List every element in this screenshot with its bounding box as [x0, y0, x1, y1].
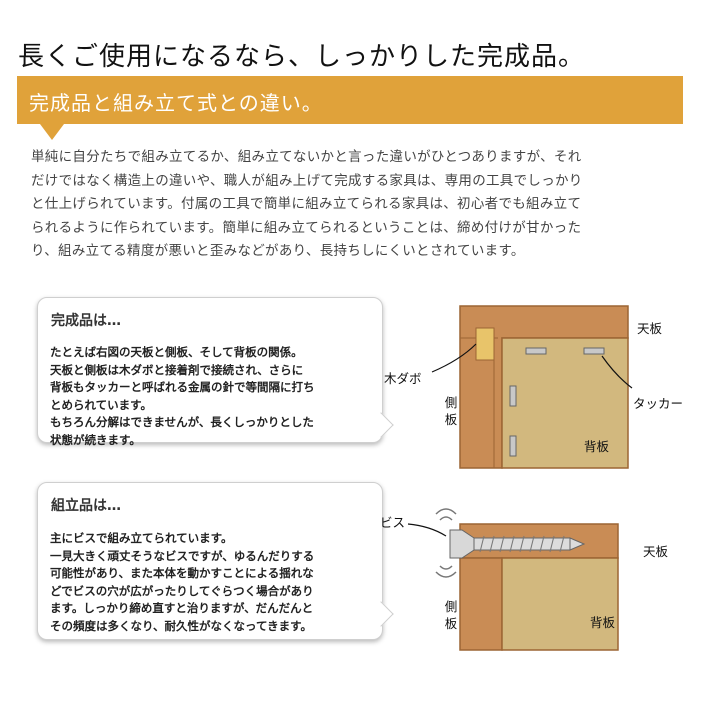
finished-line: とめられています。	[50, 397, 153, 412]
assembled-line: どでビスの穴が広がったりしてぐらつく場合があり	[50, 583, 314, 598]
wobble-mark	[435, 508, 457, 515]
label-screw: ビス	[380, 515, 406, 530]
dowel	[475, 327, 495, 361]
assembled-line: 一見大きく頑丈そうなビスですが、ゆるんだりする	[50, 548, 315, 563]
intro-paragraph: 単純に自分たちで組み立てるか、組み立てないかと言った違いがひとつありますが、それ…	[31, 146, 681, 264]
page-heading: 長くご使用になるなら、しっかりした完成品。	[18, 42, 586, 72]
label-top-board: 天板	[637, 321, 663, 336]
banner-title: 完成品と組み立て式との違い。	[29, 91, 323, 115]
tacker-staple	[509, 385, 517, 407]
finished-title: 完成品は…	[51, 313, 121, 329]
finished-diagram	[431, 305, 633, 469]
assembled-line: 可能性があり、また本体を動かすことによる揺れな	[50, 566, 314, 580]
finished-line: 背板もタッカーと呼ばれる金属の針で等間隔に打ち	[50, 380, 315, 394]
intro-line: だけではなく構造上の違いや、職人が組み上げて完成する家具は、専用の工具でしっかり	[31, 172, 583, 189]
side-board	[459, 557, 503, 651]
back-panel	[501, 337, 629, 469]
tacker-staple	[525, 347, 547, 355]
finished-line: もちろん分解はできませんが、長くしっかりとした	[50, 415, 314, 429]
label-tacker: タッカー	[633, 396, 684, 411]
label-back-board: 背板	[584, 439, 610, 454]
label-side-board: 側板	[444, 395, 458, 427]
assembled-line: 主にビスで組み立てられています。	[50, 531, 233, 545]
tacker-leader	[601, 355, 633, 389]
label-top-board-2: 天板	[643, 544, 669, 559]
intro-line: られるように作られています。簡単に組み立てられるということは、締め付けが甘かった	[31, 219, 582, 236]
assembled-title: 組立品は…	[51, 498, 121, 514]
assembled-line: ます。しっかり締め直すと治りますが、だんだんと	[50, 601, 314, 615]
finished-line: たとえば右図の天板と側板、そして背板の関係。	[50, 345, 303, 359]
intro-line: り、組み立てる精度が悪いと歪みなどがあり、長持ちしにくいとされています。	[31, 243, 525, 259]
label-side-board-2: 側板	[444, 599, 458, 631]
assembled-line: その頻度は多くなり、耐久性がなくなってきます。	[50, 618, 312, 633]
finished-line: 天板と側板は木ダボと接着剤で接続され、さらに	[50, 362, 304, 377]
wobble-mark	[439, 565, 453, 570]
intro-line: と仕上げられています。付属の工具で簡単に組み立てられる家具は、初心者でも組み立て	[31, 196, 582, 212]
assembled-body: 主にビスで組み立てられています。 一見大きく頑丈そうなビスですが、ゆるんだりする…	[50, 530, 368, 635]
label-back-board-2: 背板	[590, 615, 616, 630]
assembled-diagram	[407, 508, 619, 651]
banner-pointer	[40, 124, 64, 140]
intro-line: 単純に自分たちで組み立てるか、組み立てないかと言った違いがひとつありますが、それ	[31, 149, 582, 165]
section-banner: 完成品と組み立て式との違い。	[17, 76, 683, 124]
finished-body: たとえば右図の天板と側板、そして背板の関係。 天板と側板は木ダボと接着剤で接続さ…	[50, 344, 368, 449]
wobble-mark	[439, 516, 453, 521]
screw-tip	[569, 537, 586, 551]
tacker-staple	[509, 435, 517, 457]
finished-bubble: 完成品は… たとえば右図の天板と側板、そして背板の関係。 天板と側板は木ダボと接…	[37, 297, 394, 447]
label-dowel: 木ダボ	[384, 371, 422, 386]
dowel-leader	[431, 343, 477, 373]
back-panel	[501, 557, 619, 651]
assembled-bubble: 組立品は… 主にビスで組み立てられています。 一見大きく頑丈そうなビスですが、ゆ…	[37, 482, 394, 640]
screw-leader	[407, 523, 447, 537]
wobble-mark	[435, 571, 457, 578]
screw-threads	[479, 535, 565, 553]
tacker-staple	[583, 347, 605, 355]
finished-line: 状態が続きます。	[50, 432, 141, 447]
